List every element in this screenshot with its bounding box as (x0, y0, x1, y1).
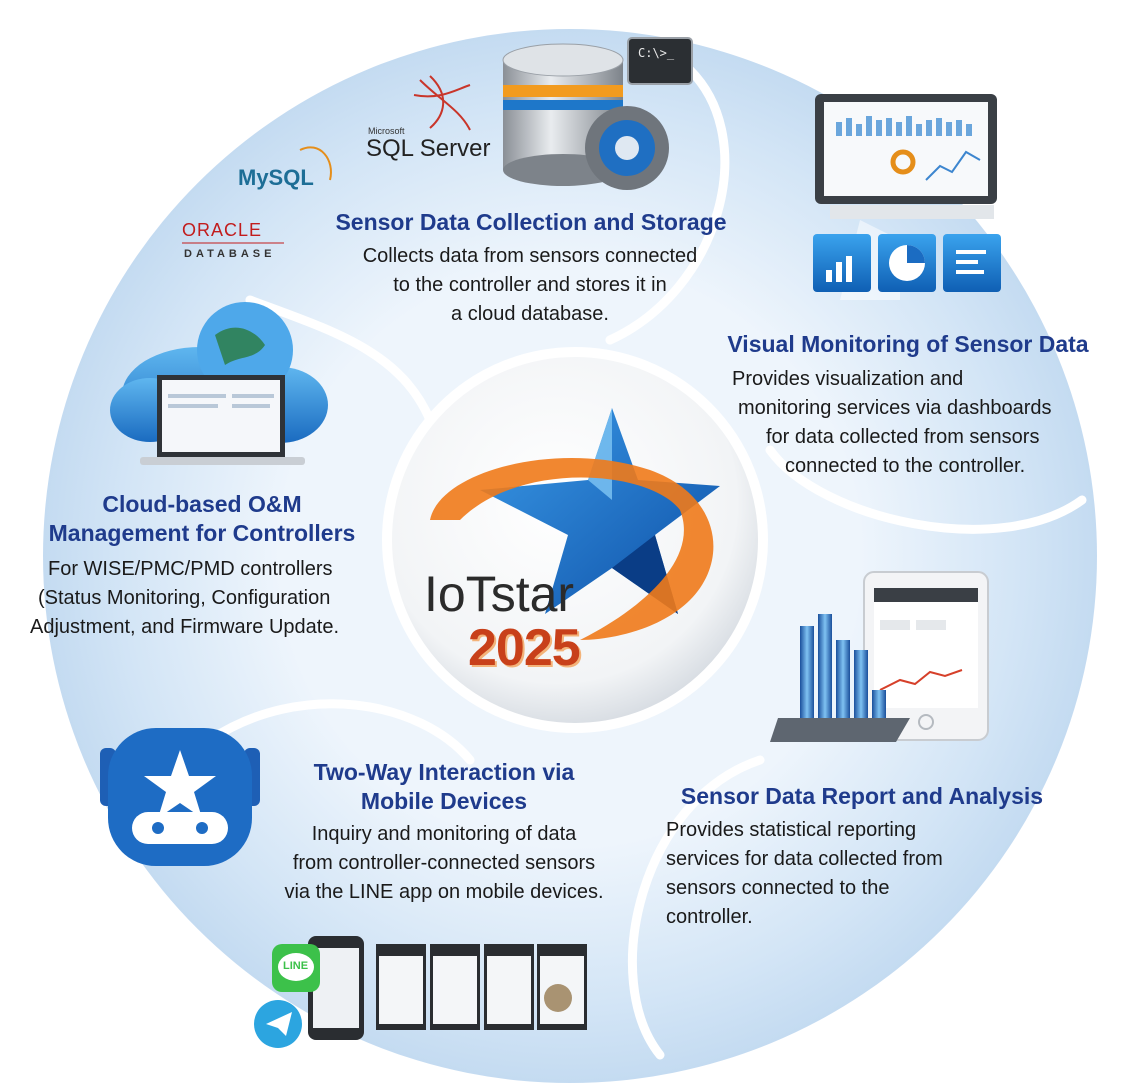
report-line-4: controller. (666, 906, 753, 928)
list-tile-icon (943, 234, 1001, 292)
collection-heading: Sensor Data Collection and Storage (335, 209, 727, 235)
mysql-logo: MySQL (238, 165, 314, 190)
oracle-logo: ORACLE (182, 220, 263, 240)
mobile-line-2: from controller-connected sensors (292, 852, 596, 874)
cloud-line-2: (Status Monitoring, Configuration (38, 587, 331, 609)
ring-dividers (205, 65, 1087, 1060)
sqlserver-brand-small: Microsoft (368, 126, 405, 136)
collection-line-3: a cloud database. (451, 303, 609, 325)
visual-heading: Visual Monitoring of Sensor Data (727, 331, 1089, 357)
report-line-3: sensors connected to the (666, 877, 890, 899)
cloud-laptop-icon (110, 302, 328, 465)
collection-line-1: Collects data from sensors connected (362, 245, 698, 267)
growth-chart-tile-icon (813, 234, 871, 292)
report-tablet-icon (863, 571, 989, 741)
brand-name: IoTstar (424, 566, 575, 622)
3d-bar-chart-icon (770, 614, 910, 742)
collection-line-2: to the controller and stores it in (393, 274, 667, 296)
visual-line-3: for data collected from sensors (766, 426, 1040, 448)
visual-description: Provides visualization and monitoring se… (732, 365, 1092, 481)
report-line-1: Provides statistical reporting (666, 819, 917, 841)
mobile-line-1: Inquiry and monitoring of data (311, 823, 577, 845)
mobile-heading-line-1: Two-Way Interaction via (313, 759, 575, 785)
terminal-prompt: C:\>_ (638, 46, 675, 60)
pie-chart-tile-icon (878, 234, 936, 292)
visual-line-4: connected to the controller. (785, 455, 1026, 477)
terminal-icon (627, 37, 693, 85)
brand-year: 2025 (468, 619, 581, 677)
mobile-description: Inquiry and monitoring of data from cont… (262, 820, 626, 907)
robot-mascot-icon (100, 728, 260, 866)
phone-screens-icon (308, 936, 587, 1040)
sqlserver-swirl-icon (413, 75, 471, 131)
cloud-line-1: For WISE/PMC/PMD controllers (48, 558, 333, 580)
report-heading: Sensor Data Report and Analysis (680, 783, 1044, 809)
cloud-heading-line-1: Cloud-based O&M (102, 491, 302, 517)
collection-description: Collects data from sensors connected to … (330, 242, 730, 329)
line-app-icon (272, 944, 320, 992)
report-description: Provides statistical reporting services … (666, 816, 986, 932)
visual-line-2: monitoring services via dashboards (738, 397, 1052, 419)
cloud-heading-line-2: Management for Controllers (48, 520, 356, 546)
report-line-2: services for data collected from (666, 848, 943, 870)
visual-line-1: Provides visualization and (732, 368, 964, 390)
star-logo-icon (430, 408, 720, 640)
oracle-database-label: DATABASE (184, 248, 276, 260)
mobile-line-3: via the LINE app on mobile devices. (284, 881, 604, 903)
sqlserver-logo: SQL Server (366, 135, 491, 162)
cloud-description: For WISE/PMC/PMD controllers (Status Mon… (28, 555, 368, 642)
gear-icon (585, 106, 669, 190)
cloud-line-3: Adjustment, and Firmware Update. (30, 616, 340, 638)
mysql-dolphin-icon (299, 146, 332, 181)
line-logo-text: LINE (283, 960, 309, 972)
mobile-heading-line-2: Mobile Devices (360, 788, 528, 814)
telegram-icon (254, 1000, 302, 1048)
